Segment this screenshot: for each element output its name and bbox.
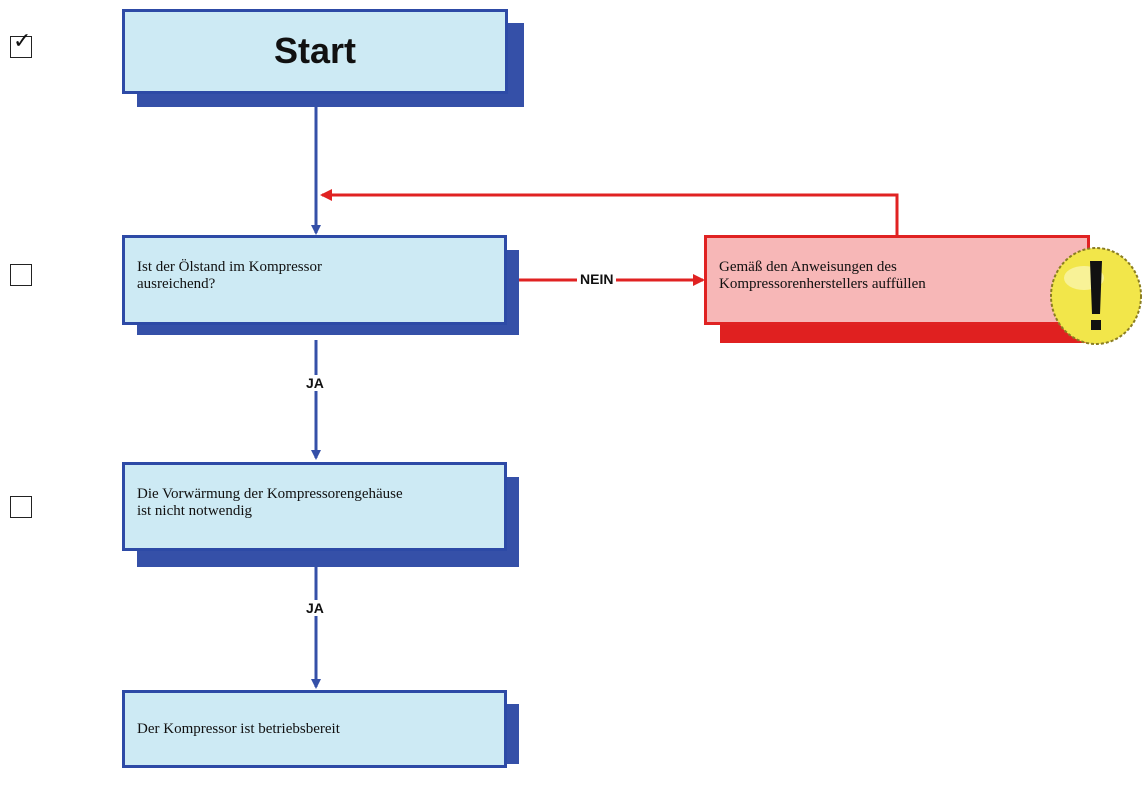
- step-checkbox-preheating[interactable]: [10, 496, 32, 518]
- preheating-box[interactable]: Die Vorwärmung der Kompressorengehäuse i…: [122, 462, 507, 551]
- start-box[interactable]: Start: [122, 9, 508, 94]
- ready-text: Der Kompressor ist betriebsbereit: [137, 721, 340, 737]
- edge-label-yes-1: JA: [303, 375, 327, 391]
- ready-box[interactable]: Der Kompressor ist betriebsbereit: [122, 690, 507, 768]
- step-checkbox-oil-level[interactable]: [10, 264, 32, 286]
- edge-label-no: NEIN: [577, 271, 617, 287]
- oil-level-question-box[interactable]: Ist der Ölstand im Kompressor ausreichen…: [122, 235, 507, 325]
- arrow-loop-back: [320, 189, 899, 237]
- oil-level-question-text: Ist der Ölstand im Kompressor ausreichen…: [137, 259, 322, 292]
- edge-label-yes-2: JA: [303, 600, 327, 616]
- refill-oil-text: Gemäß den Anweisungen des Kompressorenhe…: [719, 259, 926, 292]
- check-mark-icon: ✓: [13, 29, 32, 54]
- preheating-text: Die Vorwärmung der Kompressorengehäuse i…: [137, 486, 403, 519]
- step-checkbox-start[interactable]: ✓: [10, 31, 32, 58]
- warning-exclamation-icon: [1050, 247, 1142, 345]
- start-label: Start: [273, 30, 357, 71]
- refill-oil-box[interactable]: Gemäß den Anweisungen des Kompressorenhe…: [704, 235, 1090, 325]
